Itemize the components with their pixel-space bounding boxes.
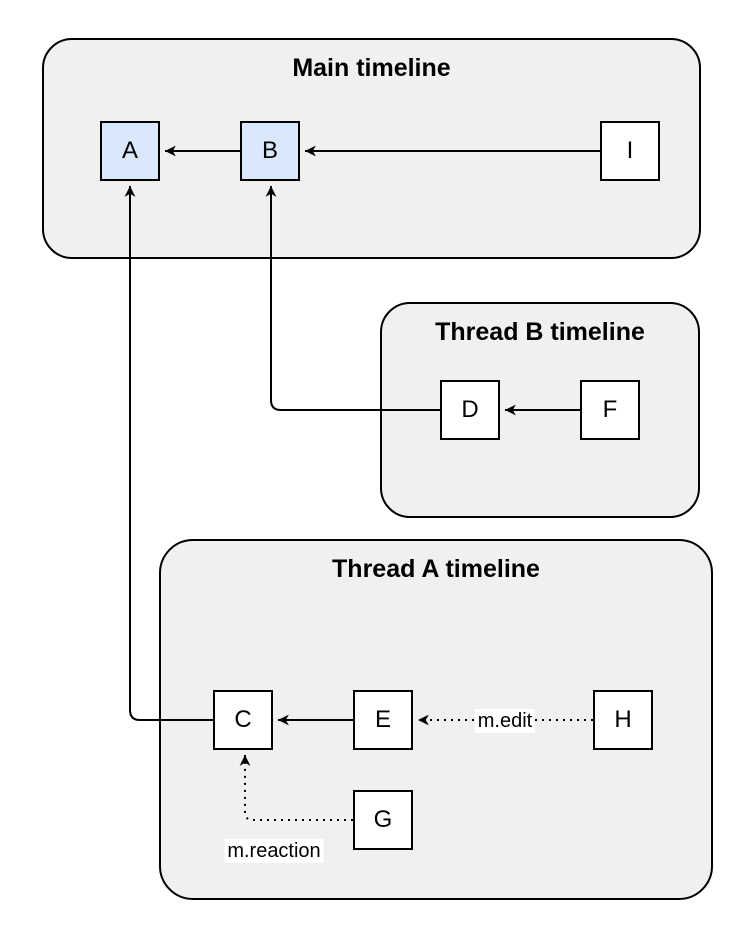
edge-c-to-a bbox=[124, 186, 213, 721]
node-c: C bbox=[213, 690, 273, 750]
edge-label-m-reaction: m.reaction bbox=[224, 839, 324, 863]
node-d: D bbox=[440, 380, 500, 440]
container-title-thread-a-timeline: Thread A timeline bbox=[332, 555, 540, 583]
node-e: E bbox=[353, 690, 413, 750]
node-g: G bbox=[353, 790, 413, 850]
container-title-main-timeline: Main timeline bbox=[292, 54, 451, 82]
edge-d-to-b bbox=[265, 186, 440, 411]
node-b: B bbox=[240, 121, 300, 181]
node-h: H bbox=[593, 690, 653, 750]
node-a: A bbox=[100, 121, 160, 181]
edge-g-to-c-m-reaction bbox=[239, 755, 353, 821]
node-i: I bbox=[600, 121, 660, 181]
node-f: F bbox=[580, 380, 640, 440]
edge-label-m-edit: m.edit bbox=[474, 709, 536, 733]
container-title-thread-b-timeline: Thread B timeline bbox=[435, 318, 645, 346]
